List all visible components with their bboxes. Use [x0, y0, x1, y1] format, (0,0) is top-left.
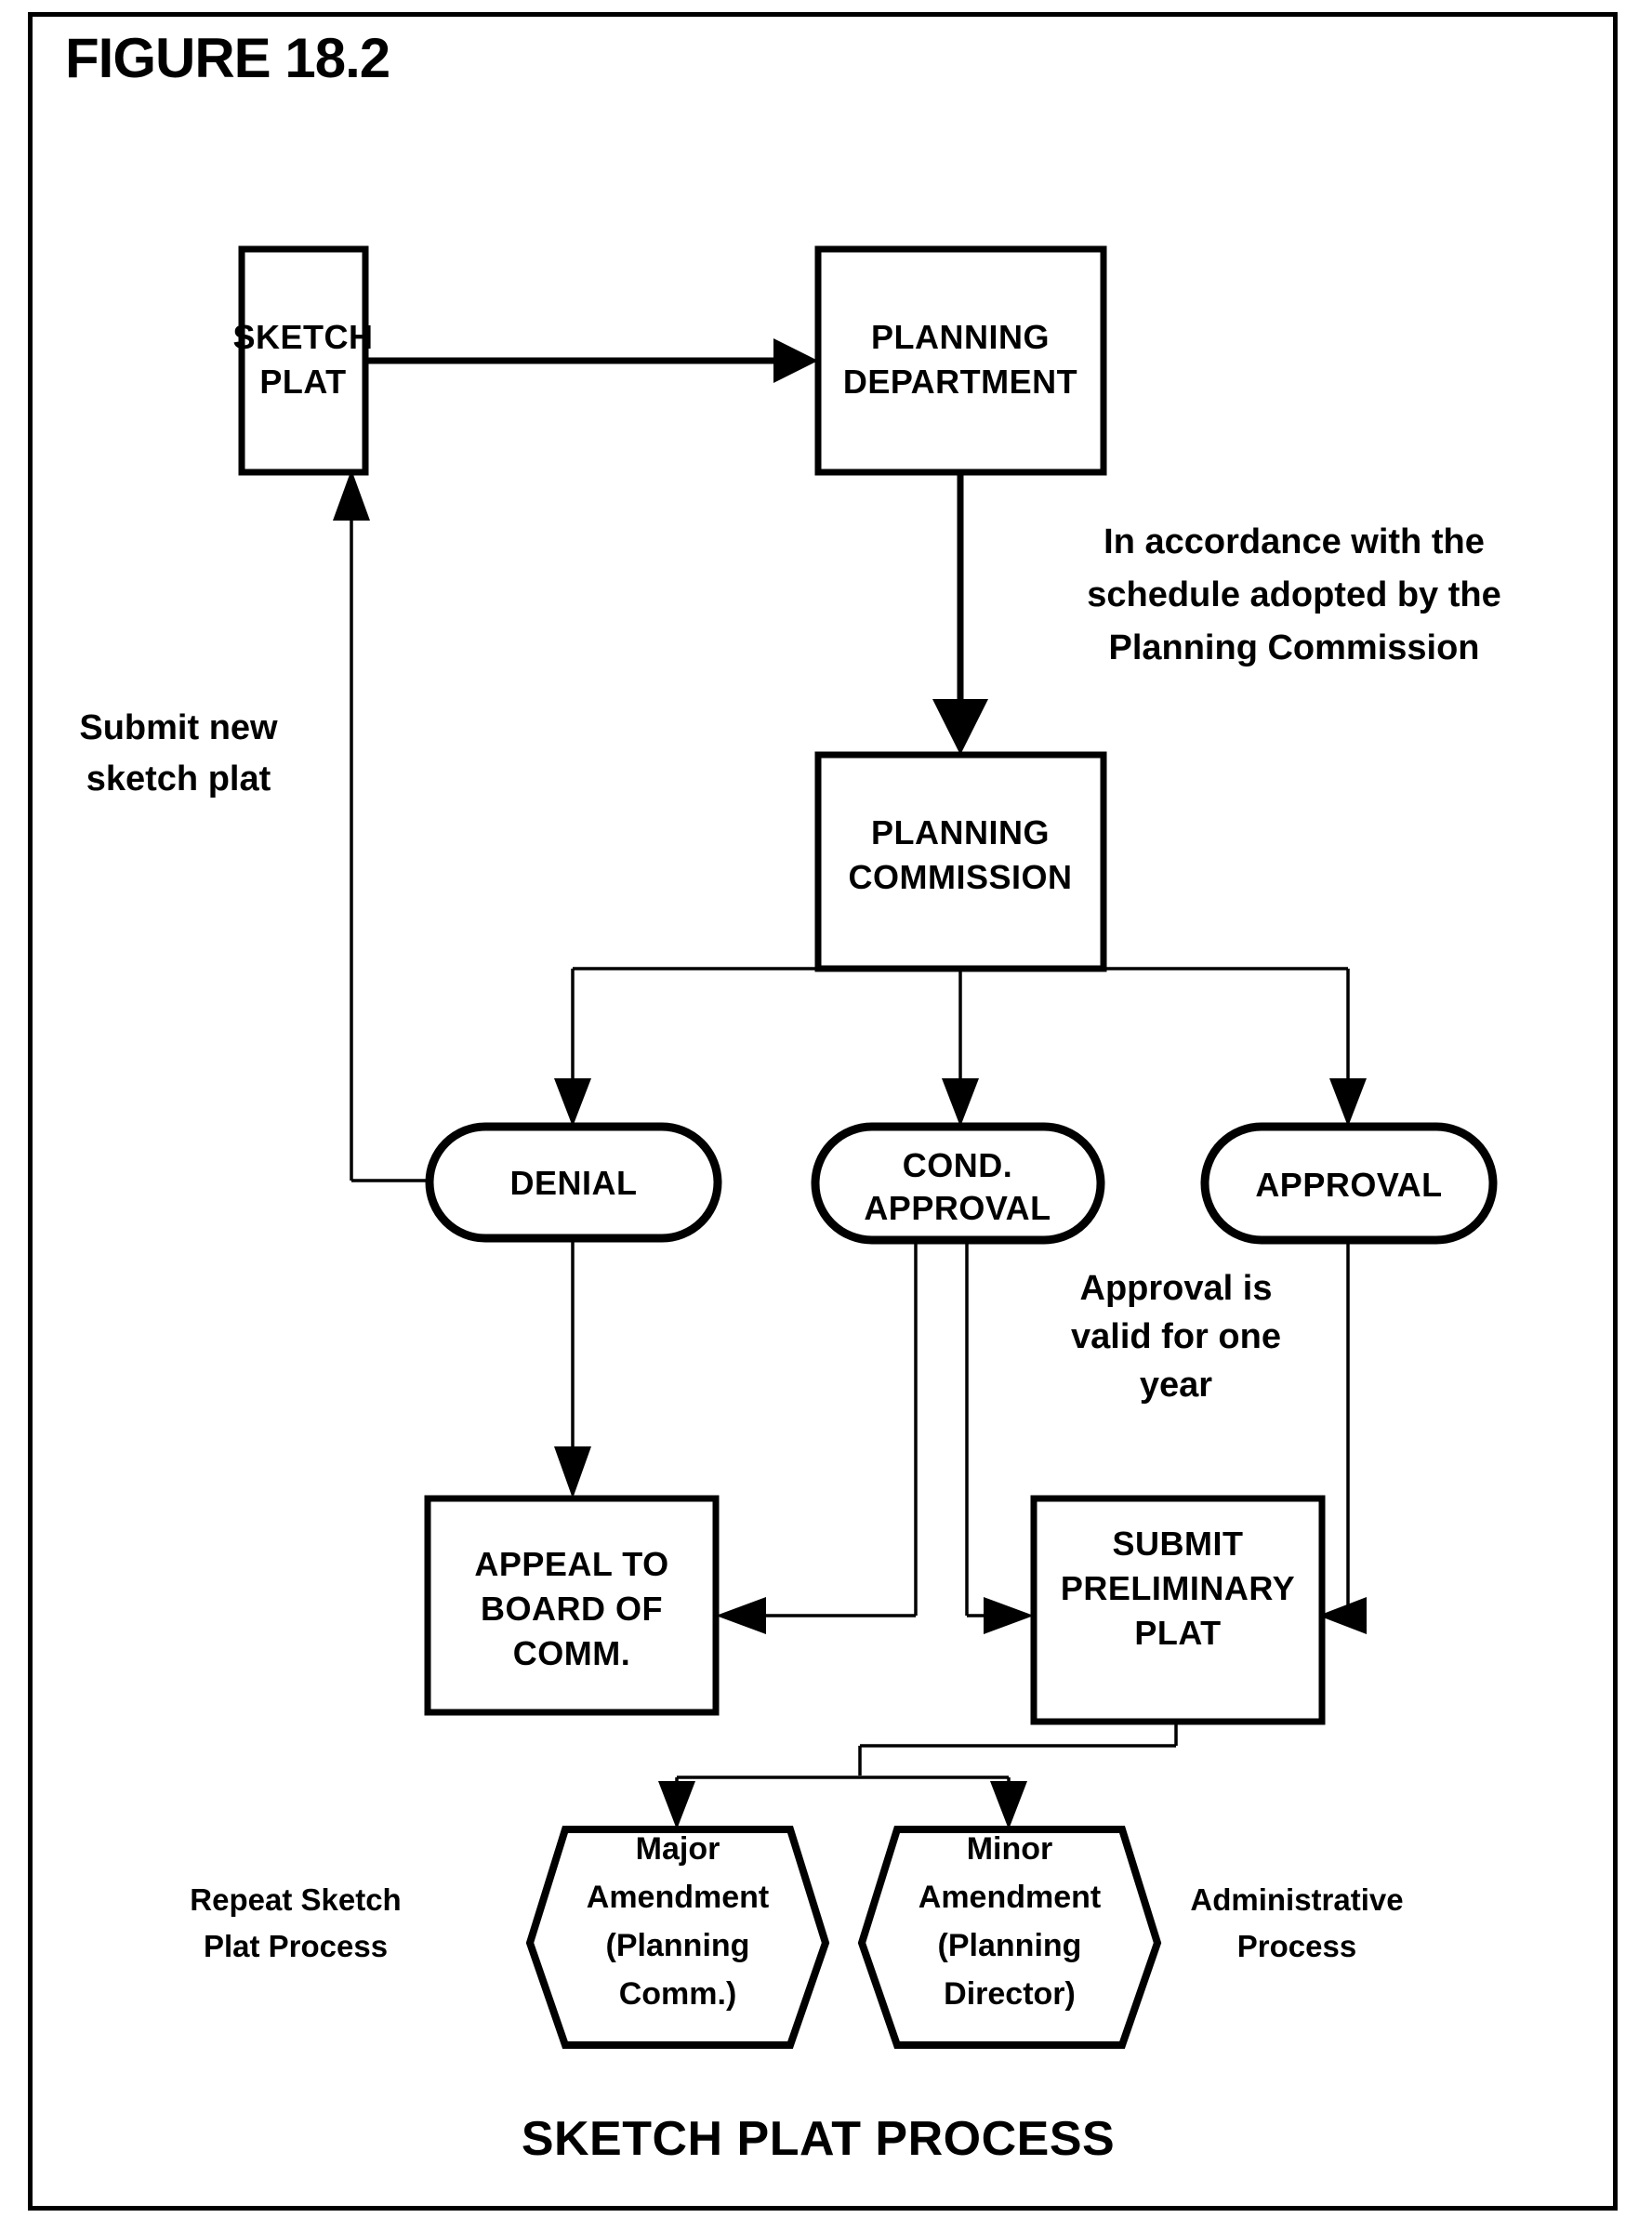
node-major-amendment-line1: Major [636, 1831, 720, 1867]
node-major-amendment-line2: Amendment [587, 1880, 769, 1915]
node-planning-department-line1: PLANNING [871, 318, 1050, 356]
edge-cond-approval-to-submit-preliminary [965, 1240, 1034, 1634]
annotation-admin-line2: Process [1237, 1929, 1356, 1963]
node-major-amendment-line3: (Planning [606, 1928, 750, 1963]
annotation-submit-new-sketch-plat: Submit new sketch plat [79, 708, 278, 799]
node-minor-amendment-line4: Director) [944, 1976, 1076, 2012]
node-submit-prelim-line2: PRELIMINARY [1061, 1569, 1295, 1607]
node-submit-prelim-line3: PLAT [1134, 1614, 1221, 1652]
node-appeal-line1: APPEAL TO [474, 1545, 668, 1583]
annotation-schedule-line2: schedule adopted by the [1087, 575, 1501, 614]
node-submit-prelim-line1: SUBMIT [1113, 1525, 1244, 1563]
edge-commission-to-approval-arrow [1329, 1078, 1367, 1127]
annotation-repeat-line1: Repeat Sketch [190, 1882, 401, 1917]
edge-approval-to-submit-preliminary [1318, 1240, 1367, 1634]
annotation-approval-valid-line2: valid for one [1071, 1317, 1281, 1356]
node-appeal-line3: COMM. [513, 1634, 630, 1672]
node-planning-commission-line1: PLANNING [871, 813, 1050, 851]
annotation-submit-new-line1: Submit new [79, 708, 278, 747]
node-planning-commission[interactable]: PLANNING COMMISSION [814, 751, 1107, 972]
node-sketch-plat-line1: SKETCH [232, 318, 373, 356]
edge-sketch-to-department [365, 338, 818, 383]
node-major-amendment[interactable]: Major Amendment (Planning Comm.) [525, 1826, 830, 2049]
figure-number-title: FIGURE 18.2 [65, 27, 390, 89]
node-denial[interactable]: DENIAL [425, 1122, 722, 1243]
annotation-administrative-process: Administrative Process [1190, 1882, 1403, 1963]
node-appeal-line2: BOARD OF [481, 1590, 663, 1628]
annotation-schedule-line3: Planning Commission [1108, 628, 1479, 667]
node-planning-commission-line2: COMMISSION [848, 858, 1072, 896]
edge-denial-to-sketch-plat [333, 469, 430, 1182]
annotation-schedule-line1: In accordance with the [1104, 522, 1485, 561]
figure-caption: SKETCH PLAT PROCESS [522, 2112, 1115, 2166]
node-cond-approval-line1: COND. [903, 1146, 1013, 1184]
annotation-approval-valid-line3: year [1140, 1366, 1212, 1405]
node-minor-amendment-line3: (Planning [938, 1928, 1082, 1963]
edge-commission-to-cond-approval-arrow [942, 1078, 979, 1127]
node-cond-approval[interactable]: COND. APPROVAL [811, 1122, 1105, 1245]
node-sketch-plat[interactable]: SKETCH PLAT [232, 245, 373, 476]
edge-cond-approval-to-appeal [716, 1240, 918, 1634]
edge-commission-to-denial-arrow [554, 1078, 591, 1127]
annotation-repeat-sketch-plat-process: Repeat Sketch Plat Process [190, 1882, 401, 1963]
annotation-admin-line1: Administrative [1190, 1882, 1403, 1917]
node-appeal-board-of-comm[interactable]: APPEAL TO BOARD OF COMM. [424, 1495, 720, 1716]
node-major-amendment-line4: Comm.) [619, 1976, 737, 2012]
edge-submit-preliminary-to-amendments-bus [658, 1722, 1178, 1829]
annotation-approval-valid-line1: Approval is [1080, 1269, 1273, 1308]
node-planning-department-line2: DEPARTMENT [843, 363, 1077, 401]
edge-department-to-commission [932, 471, 988, 755]
annotation-repeat-line2: Plat Process [204, 1929, 388, 1963]
node-minor-amendment-line2: Amendment [919, 1880, 1101, 1915]
node-approval[interactable]: APPROVAL [1200, 1122, 1498, 1245]
node-cond-approval-line2: APPROVAL [864, 1189, 1051, 1227]
node-submit-preliminary-plat[interactable]: SUBMIT PRELIMINARY PLAT [1030, 1495, 1326, 1725]
node-approval-label: APPROVAL [1255, 1166, 1442, 1204]
node-minor-amendment[interactable]: Minor Amendment (Planning Director) [857, 1826, 1162, 2049]
annotation-approval-valid: Approval is valid for one year [1071, 1269, 1281, 1405]
annotation-schedule: In accordance with the schedule adopted … [1087, 522, 1501, 667]
node-planning-department[interactable]: PLANNING DEPARTMENT [814, 245, 1107, 476]
node-minor-amendment-line1: Minor [967, 1831, 1053, 1867]
edge-denial-to-appeal [554, 1236, 591, 1498]
annotation-submit-new-line2: sketch plat [86, 759, 271, 799]
node-denial-label: DENIAL [510, 1164, 638, 1202]
node-sketch-plat-line2: PLAT [259, 363, 346, 401]
